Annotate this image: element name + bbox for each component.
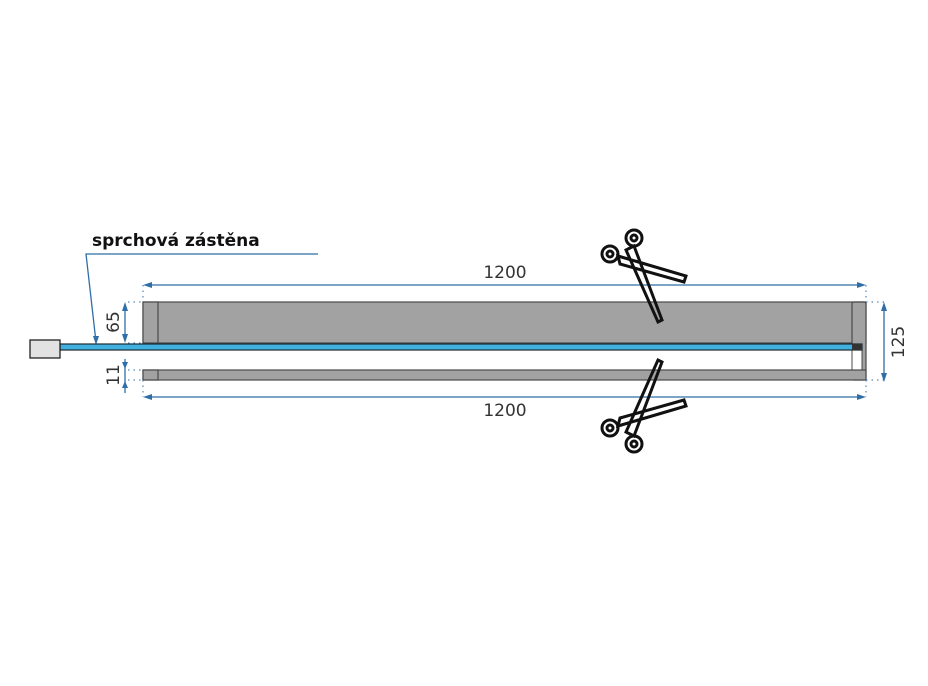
top-profile [142, 301, 867, 344]
top-length-text: 1200 [483, 263, 526, 283]
bottom-length-text: 1200 [483, 401, 526, 421]
top-profile-height-text: 65 [104, 311, 124, 333]
label-leader-line [85, 253, 318, 343]
top-profile-height-dimension: 65 [104, 301, 143, 344]
bottom-profile-height-dimension: 11 [104, 359, 143, 393]
shower-screen-label: sprchová zástěna [92, 231, 260, 251]
total-height-dimension: 125 [866, 301, 909, 382]
bottom-profile-height-text: 11 [104, 364, 124, 386]
bottom-profile [142, 369, 867, 381]
wall-bracket [29, 339, 61, 359]
glass-panel [59, 343, 863, 351]
total-height-text: 125 [889, 326, 909, 358]
bottom-length-dimension: 1200 [142, 380, 867, 421]
top-profile-left-cap [142, 301, 159, 344]
top-length-dimension: 1200 [142, 263, 867, 302]
bottom-profile-left-cap [142, 369, 159, 381]
